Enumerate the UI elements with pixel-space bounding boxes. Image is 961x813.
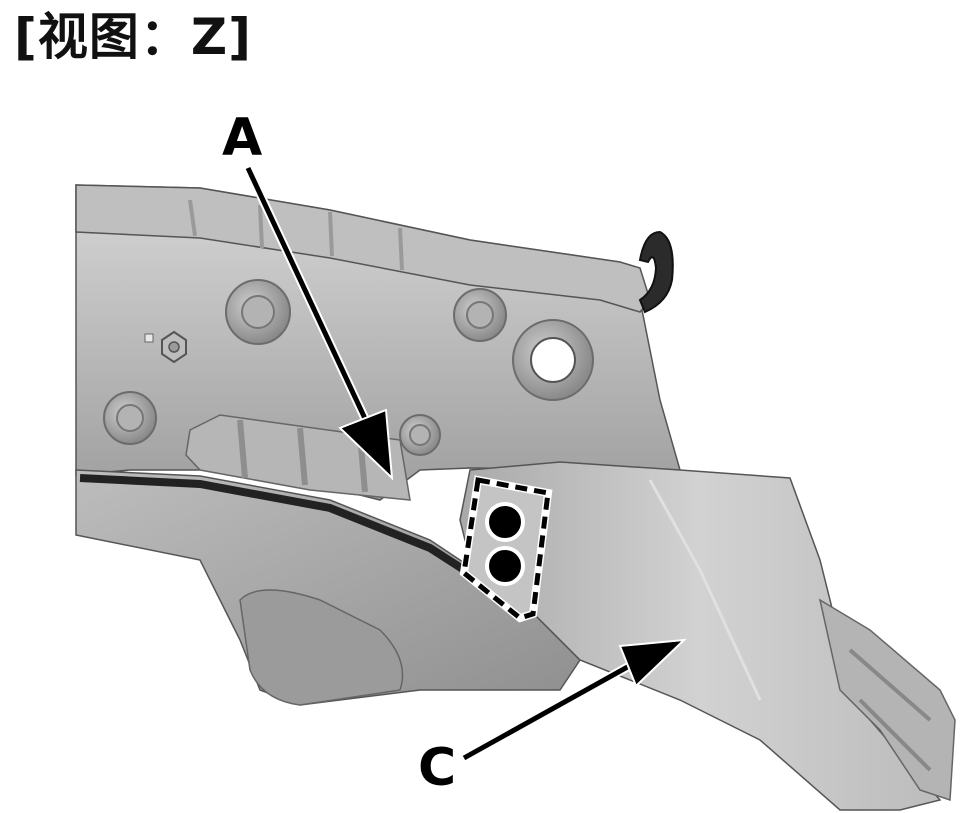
lower-frame-panel	[75, 469, 581, 706]
lower-bulge	[239, 589, 404, 706]
mounting-hook	[638, 230, 674, 314]
panel-seam	[79, 474, 523, 610]
callout-label-c: C	[418, 738, 456, 798]
callout-arrow-a	[243, 166, 394, 481]
small-nut	[144, 330, 187, 364]
bolt-lower	[485, 546, 525, 586]
view-title: [视图：Z]	[14, 8, 252, 66]
rail-extension	[818, 598, 956, 802]
bolt-highlight-area	[459, 475, 553, 623]
callout-label-a: A	[222, 108, 262, 168]
upper-bosses	[103, 279, 594, 456]
flange-ribs	[188, 199, 404, 271]
callout-arrow-c	[461, 638, 687, 762]
bolt-upper	[485, 502, 525, 542]
rail-crease	[648, 479, 762, 701]
extension-ribs	[848, 648, 932, 772]
